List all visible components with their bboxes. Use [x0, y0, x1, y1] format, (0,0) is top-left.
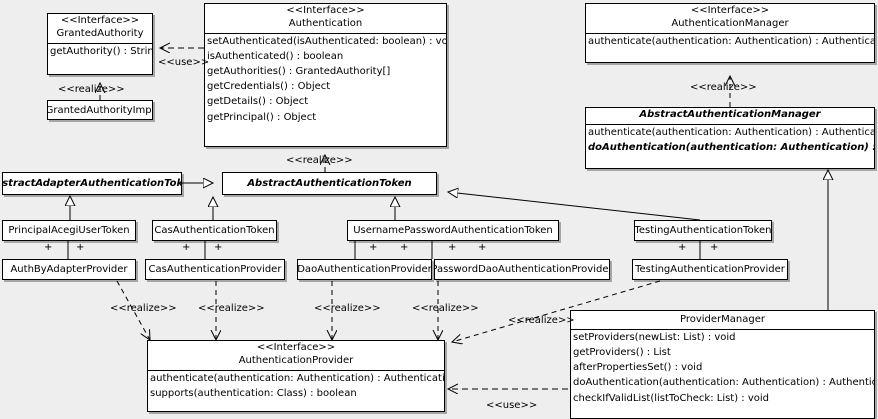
class-name: CasAuthenticationToken: [154, 225, 275, 236]
class-principal-acegi-user-token[interactable]: PrincipalAcegiUserToken: [2, 220, 136, 241]
assoc-multiplicity-plus: +: [214, 242, 223, 253]
edge-label-use-granted-authority: <<use>>: [158, 57, 210, 68]
operation: getProviders() : List: [573, 346, 671, 358]
class-name: Authentication: [288, 17, 363, 29]
assoc-multiplicity-plus: +: [400, 242, 409, 253]
class-name: DaoAuthenticationProvider: [297, 264, 432, 275]
class-testing-authentication-provider[interactable]: TestingAuthenticationProvider: [632, 259, 788, 280]
operations-compartment: setProviders(newList: List) : void getPr…: [571, 328, 874, 406]
operation: checkIfValidList(listToCheck: List) : vo…: [573, 392, 770, 404]
class-username-password-authentication-token[interactable]: UsernamePasswordAuthenticationToken: [347, 220, 559, 241]
edge-label-realize-auth-by-adapter: <<realize>>: [110, 303, 177, 314]
operation: authenticate(authentication: Authenticat…: [588, 35, 874, 47]
class-abstract-adapter-authentication-token[interactable]: AbstractAdapterAuthenticationToken: [2, 172, 182, 195]
operation: doAuthentication(authentication: Authent…: [588, 141, 874, 153]
class-dao-authentication-provider[interactable]: DaoAuthenticationProvider: [297, 259, 432, 280]
edge-label-realize-password-dao-provider: <<realize>>: [412, 303, 479, 314]
operation: getCredentials() : Object: [207, 81, 331, 93]
stereotype-label: <<Interface>>: [286, 5, 365, 16]
operation: isAuthenticated() : boolean: [207, 50, 344, 62]
operations-compartment: authenticate(authentication: Authenticat…: [148, 369, 444, 401]
edge-label-realize-cas-provider: <<realize>>: [198, 303, 265, 314]
operations-compartment: getAuthority() : String: [48, 42, 152, 59]
class-name: GrantedAuthorityImpl: [47, 104, 153, 116]
assoc-multiplicity-plus: +: [44, 242, 53, 253]
class-header: <<Interface>> AuthenticationManager: [586, 4, 874, 33]
class-provider-manager[interactable]: ProviderManager setProviders(newList: Li…: [570, 310, 875, 419]
class-name: ProviderManager: [679, 314, 765, 325]
assoc-multiplicity-plus: +: [76, 242, 85, 253]
operation: authenticate(authentication: Authenticat…: [588, 126, 874, 138]
class-name: AuthenticationManager: [671, 17, 789, 29]
edge-label-realize-testing-provider: <<realize>>: [508, 315, 575, 326]
class-cas-authentication-provider[interactable]: CasAuthenticationProvider: [145, 259, 285, 280]
operations-compartment: authenticate(authentication: Authenticat…: [586, 32, 874, 49]
class-authentication[interactable]: <<Interface>> Authentication setAuthenti…: [204, 3, 447, 147]
class-granted-authority-impl[interactable]: GrantedAuthorityImpl: [47, 100, 153, 120]
operation: setProviders(newList: List) : void: [573, 331, 736, 343]
class-header: <<Interface>> AuthenticationProvider: [148, 341, 444, 370]
operation: doAuthentication(authentication: Authent…: [573, 377, 874, 389]
edge-label-realize-authentication-manager: <<realize>>: [690, 82, 757, 93]
class-name: TestingAuthenticationToken: [634, 225, 772, 236]
operations-compartment: authenticate(authentication: Authenticat…: [586, 123, 874, 155]
assoc-multiplicity-plus: +: [182, 242, 191, 253]
edge-label-realize-authentication: <<realize>>: [286, 155, 353, 166]
class-name: AuthenticationProvider: [238, 354, 354, 366]
stereotype-label: <<Interface>>: [690, 5, 770, 16]
operation: setAuthenticated(isAuthenticated: boolea…: [207, 35, 446, 47]
edge-label-realize-dao-provider: <<realize>>: [314, 303, 381, 314]
class-name: AbstractAuthenticationToken: [247, 178, 412, 189]
class-abstract-authentication-token[interactable]: AbstractAuthenticationToken: [222, 172, 437, 195]
class-cas-authentication-token[interactable]: CasAuthenticationToken: [152, 220, 277, 241]
assoc-multiplicity-plus: +: [448, 242, 457, 253]
class-name: TestingAuthenticationProvider: [635, 264, 785, 275]
class-abstract-authentication-manager[interactable]: AbstractAuthenticationManager authentica…: [585, 107, 875, 169]
class-name: AbstractAdapterAuthenticationToken: [2, 178, 181, 189]
class-authentication-provider[interactable]: <<Interface>> AuthenticationProvider aut…: [147, 340, 445, 412]
class-name: PrincipalAcegiUserToken: [8, 225, 130, 236]
assoc-multiplicity-plus: +: [710, 242, 719, 253]
class-authentication-manager[interactable]: <<Interface>> AuthenticationManager auth…: [585, 3, 875, 63]
operation: getPrincipal() : Object: [207, 111, 317, 123]
assoc-multiplicity-plus: +: [478, 242, 487, 253]
class-name: CasAuthenticationProvider: [148, 264, 282, 275]
class-header: AbstractAuthenticationManager: [586, 108, 874, 124]
class-testing-authentication-token[interactable]: TestingAuthenticationToken: [634, 220, 772, 241]
class-name: PasswordDaoAuthenticationProvider: [434, 264, 610, 275]
operation: getAuthority() : String: [50, 45, 152, 57]
edge-label-use-provider-manager: <<use>>: [486, 400, 538, 411]
operation: getAuthorities() : GrantedAuthority[]: [207, 65, 391, 77]
assoc-multiplicity-plus: +: [369, 242, 378, 253]
assoc-multiplicity-plus: +: [678, 242, 687, 253]
operation: authenticate(authentication: Authenticat…: [150, 372, 444, 384]
connector-generalize-testing-token: [448, 192, 701, 221]
class-header: ProviderManager: [571, 311, 874, 329]
class-header: <<Interface>> Authentication: [205, 4, 446, 33]
stereotype-label: <<Interface>>: [256, 342, 336, 353]
class-header: <<Interface>> GrantedAuthority: [48, 14, 152, 43]
class-password-dao-authentication-provider[interactable]: PasswordDaoAuthenticationProvider: [434, 259, 610, 280]
operations-compartment: setAuthenticated(isAuthenticated: boolea…: [205, 32, 446, 125]
class-name: AbstractAuthenticationManager: [639, 109, 821, 120]
class-name: GrantedAuthority: [56, 27, 144, 39]
operation: supports(authentication: Class) : boolea…: [150, 387, 357, 399]
edge-label-realize-granted-authority-impl: <<realize>>: [58, 84, 125, 95]
class-name: UsernamePasswordAuthenticationToken: [353, 225, 553, 236]
operation: getDetails() : Object: [207, 96, 309, 108]
operation: afterPropertiesSet() : void: [573, 362, 703, 374]
class-granted-authority[interactable]: <<Interface>> GrantedAuthority getAuthor…: [47, 13, 153, 75]
class-auth-by-adapter-provider[interactable]: AuthByAdapterProvider: [2, 259, 136, 280]
stereotype-label: <<Interface>>: [60, 15, 140, 26]
class-name: AuthByAdapterProvider: [10, 264, 128, 275]
